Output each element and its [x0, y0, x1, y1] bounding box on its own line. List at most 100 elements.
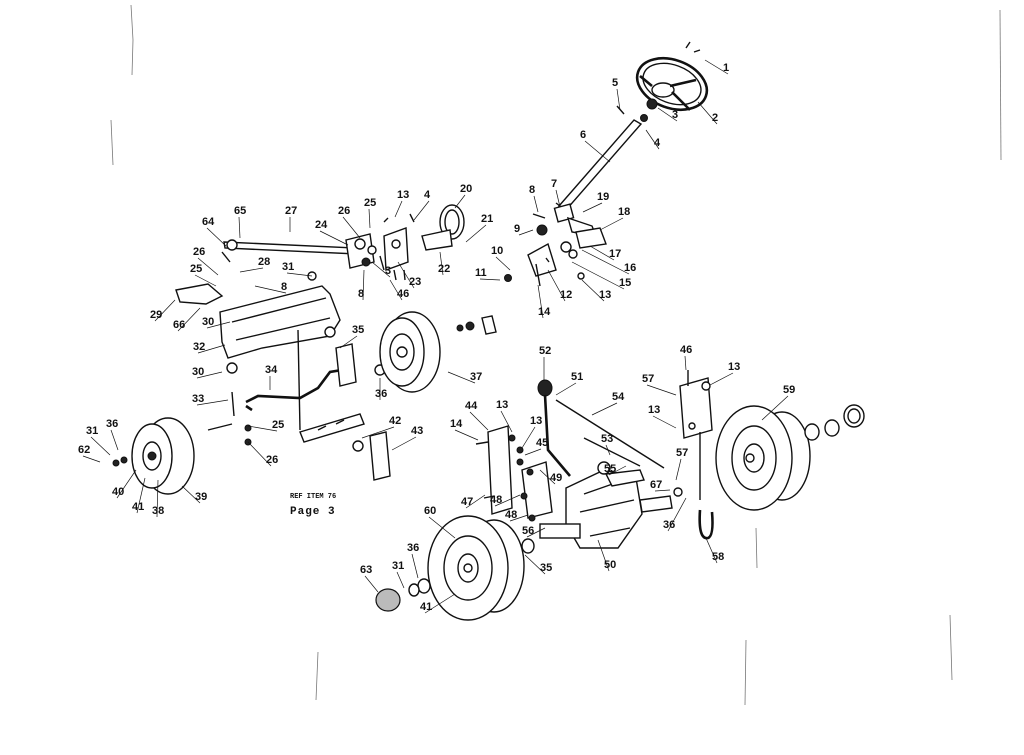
- part-label-13c: 13: [496, 399, 508, 411]
- part-label-15: 15: [619, 277, 631, 289]
- part-label-9: 9: [514, 223, 520, 235]
- part-label-67: 67: [650, 479, 662, 491]
- part-label-60: 60: [424, 505, 436, 517]
- leader-line-47: [465, 494, 486, 509]
- part-label-62: 62: [78, 444, 90, 456]
- part-label-59: 59: [783, 384, 795, 396]
- part-label-46a: 46: [397, 288, 409, 300]
- front-axle: [175, 271, 341, 374]
- leader-line-59: [761, 395, 789, 421]
- leader-line-26a: [342, 216, 361, 239]
- spindle-tie-rod: [231, 329, 386, 431]
- leader-line-26b: [197, 257, 219, 276]
- part-label-48a: 48: [490, 494, 502, 506]
- part-label-56: 56: [522, 525, 534, 537]
- leader-line-13f: [652, 415, 677, 429]
- part-labels: 1234567891918171615131214101120212223413…: [78, 62, 795, 613]
- part-label-51: 51: [571, 371, 583, 383]
- part-label-34: 34: [265, 364, 278, 376]
- part-label-2: 2: [712, 112, 718, 124]
- part-label-49: 49: [550, 472, 562, 484]
- leader-line-14a: [537, 284, 544, 319]
- leader-line-43: [391, 436, 417, 451]
- leader-line-5: [616, 88, 621, 111]
- leader-line-2: [697, 101, 718, 125]
- leader-line-30a: [206, 321, 231, 329]
- part-label-48b: 48: [505, 509, 517, 521]
- leader-line-65: [238, 216, 241, 239]
- part-label-57a: 57: [676, 447, 688, 459]
- part-label-25b: 25: [190, 263, 202, 275]
- part-label-52: 52: [539, 345, 551, 357]
- part-label-25c: 25: [272, 419, 284, 431]
- leader-line-53: [605, 444, 611, 456]
- part-label-31a: 31: [282, 261, 294, 273]
- part-label-28: 28: [258, 256, 270, 268]
- part-label-54: 54: [612, 391, 625, 403]
- part-label-8c: 8: [281, 281, 287, 293]
- leader-line-8b: [362, 269, 365, 301]
- scan-artifacts: [110, 4, 1002, 706]
- leader-line-14b: [454, 429, 479, 441]
- steering-gear-assembly: [504, 203, 607, 287]
- leader-line-13a: [581, 279, 605, 302]
- leader-line-36b: [110, 429, 119, 451]
- leader-line-31c: [396, 571, 405, 589]
- part-label-8b: 8: [358, 288, 364, 300]
- part-label-36b: 36: [106, 418, 118, 430]
- part-label-19: 19: [597, 191, 609, 203]
- part-label-30a: 30: [202, 316, 214, 328]
- leader-line-22: [439, 251, 444, 276]
- leader-line-7: [555, 189, 561, 208]
- leader-line-30b: [196, 371, 223, 379]
- leader-line-46b: [684, 355, 687, 371]
- part-label-38: 38: [152, 505, 164, 517]
- drag-link: [221, 239, 358, 263]
- leader-line-24: [319, 230, 349, 246]
- leader-line-16: [581, 249, 630, 275]
- leader-line-3a: [657, 107, 678, 122]
- part-label-11: 11: [475, 267, 487, 279]
- rear-right-wheel: [715, 404, 865, 511]
- leader-line-50: [597, 539, 610, 572]
- part-label-13e: 13: [728, 361, 740, 373]
- part-label-31c: 31: [392, 560, 404, 572]
- part-label-46b: 46: [680, 344, 692, 356]
- leader-line-66: [177, 307, 201, 332]
- part-label-30b: 30: [192, 366, 204, 378]
- part-label-32: 32: [193, 341, 205, 353]
- ref-bracket: [299, 413, 365, 443]
- part-label-41a: 41: [132, 501, 144, 513]
- leader-line-25c: [247, 425, 278, 432]
- part-label-36c: 36: [663, 519, 675, 531]
- leader-line-48b: [509, 514, 529, 522]
- part-label-14a: 14: [538, 306, 551, 318]
- shift-bracket: [475, 425, 536, 522]
- part-label-12: 12: [560, 289, 572, 301]
- leader-line-49: [539, 469, 556, 485]
- part-label-4b: 4: [424, 189, 431, 201]
- rear-bracket: [679, 370, 713, 500]
- leader-line-20: [454, 194, 466, 209]
- part-label-25a: 25: [364, 197, 376, 209]
- leader-line-35: [339, 335, 358, 349]
- leader-line-26c: [247, 441, 272, 467]
- leader-line-57b: [646, 384, 677, 396]
- part-label-33: 33: [192, 393, 204, 405]
- leader-line-31b: [90, 436, 111, 456]
- part-label-8a: 8: [529, 184, 535, 196]
- leader-line-58: [705, 537, 718, 564]
- leader-line-10: [495, 256, 511, 271]
- steering-cap-nut: [616, 98, 658, 122]
- leader-line-48a: [494, 494, 521, 507]
- leader-line-11: [479, 278, 501, 281]
- leader-line-37: [447, 371, 476, 384]
- leader-line-57a: [675, 458, 682, 481]
- leader-line-1: [704, 59, 729, 75]
- leader-line-60: [428, 516, 456, 539]
- leader-line-25b: [194, 274, 217, 287]
- leader-line-56: [526, 527, 546, 538]
- shift-lever: [521, 379, 665, 519]
- part-label-36a: 36: [375, 388, 387, 400]
